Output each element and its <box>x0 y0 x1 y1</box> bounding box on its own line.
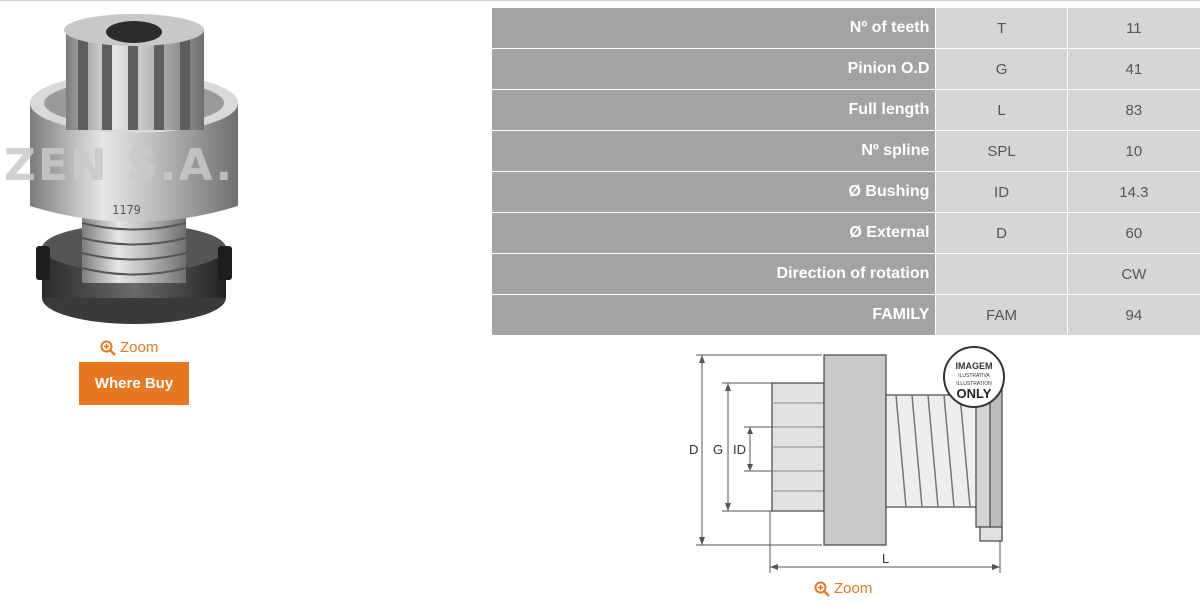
spec-value: 83 <box>1067 89 1200 131</box>
product-photo[interactable]: 1179 <box>0 8 270 333</box>
table-row: Nº of teeth T 11 <box>492 8 1200 49</box>
stamp-text: ILLUSTRATION <box>956 381 992 387</box>
zoom-in-icon <box>100 340 116 356</box>
spec-value: 10 <box>1067 130 1200 172</box>
spec-code: ID <box>935 171 1068 213</box>
table-row: Direction of rotation CW <box>492 253 1200 295</box>
spec-value: 14.3 <box>1067 171 1200 213</box>
spec-code <box>935 253 1068 295</box>
technical-diagram[interactable]: IMAGEM ILUSTRATIVA ILLUSTRATION ONLY D G… <box>684 345 1024 585</box>
stamp-text: ILUSTRATIVA <box>958 373 990 379</box>
dimension-label-g: G <box>713 442 723 457</box>
spec-label: Nº of teeth <box>492 8 937 49</box>
spec-label: Direction of rotation <box>492 253 937 295</box>
table-row: Ø Bushing ID 14.3 <box>492 171 1200 213</box>
spec-code: G <box>935 48 1068 90</box>
spec-value: 11 <box>1067 8 1200 49</box>
table-row: Full length L 83 <box>492 89 1200 131</box>
spec-code: T <box>935 8 1068 49</box>
stamp-text: ONLY <box>957 386 992 401</box>
zoom-diagram-link[interactable]: Zoom <box>814 580 872 597</box>
top-border <box>0 0 1200 1</box>
zoom-photo-link[interactable]: Zoom <box>100 339 158 356</box>
spec-code: L <box>935 89 1068 131</box>
table-row: Nº spline SPL 10 <box>492 130 1200 172</box>
stamp-text: IMAGEM <box>956 361 993 371</box>
zoom-label: Zoom <box>834 580 873 597</box>
spec-label: Nº spline <box>492 130 937 172</box>
zoom-in-icon <box>814 581 830 597</box>
brand-watermark: ZEN S.A. <box>4 140 235 191</box>
table-row: Pinion O.D G 41 <box>492 48 1200 90</box>
spec-label: Ø Bushing <box>492 171 937 213</box>
spec-label: Pinion O.D <box>492 48 937 90</box>
spec-value: 94 <box>1067 294 1200 335</box>
dimension-label-l: L <box>882 551 889 566</box>
spec-label: Full length <box>492 89 937 131</box>
table-row: FAMILY FAM 94 <box>492 294 1200 335</box>
table-row: Ø External D 60 <box>492 212 1200 254</box>
spec-value: 60 <box>1067 212 1200 254</box>
where-buy-button[interactable]: Where Buy <box>79 362 189 405</box>
spec-code: SPL <box>935 130 1068 172</box>
zoom-label: Zoom <box>120 339 159 356</box>
product-code-stamp: 1179 <box>112 203 141 217</box>
spec-table: Nº of teeth T 11 Pinion O.D G 41 Full le… <box>492 8 1200 335</box>
spec-code: FAM <box>935 294 1068 335</box>
spec-label: FAMILY <box>492 294 937 335</box>
dimension-label-d: D <box>689 442 698 457</box>
spec-value: 41 <box>1067 48 1200 90</box>
spec-value: CW <box>1067 253 1200 295</box>
dimension-label-id: ID <box>733 442 746 457</box>
spec-code: D <box>935 212 1068 254</box>
spec-label: Ø External <box>492 212 937 254</box>
